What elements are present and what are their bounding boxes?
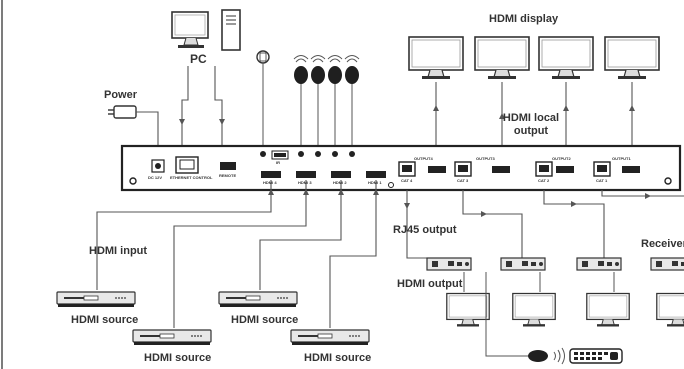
receiver-icon [576,257,622,271]
hdmi-input-4-label: HDMI 4 [263,180,277,185]
hdmi-source-icon [56,291,136,308]
receiver-icon [426,257,472,271]
hdmi-display-icon [604,36,660,80]
receiver-icon [500,257,546,271]
output1-label: OUTPUT1 [612,156,631,161]
output2-label: OUTPUT2 [552,156,571,161]
hdmi-source-label: HDMI source [304,352,372,364]
hdmi-output-display-icon [656,292,684,328]
pc-label: PC [190,52,207,66]
cat4-label: CAT 4 [401,178,413,183]
hdmi-display-icon [408,36,464,80]
matrix-rear-panel [120,144,682,192]
output4-label: OUTPUT4 [414,156,433,161]
hdmi-input-2-label: HDMI 2 [333,180,347,185]
hdmi-input-3-label: HDMI 3 [298,180,312,185]
hdmi-output-display-icon [512,292,556,328]
cat1-label: CAT 1 [596,178,608,183]
antenna-icon [310,55,326,95]
antenna-icon [293,55,309,95]
hdmi-output-display-icon [586,292,630,328]
output3-label: OUTPUT3 [476,156,495,161]
dc-port-label: DC 12V [148,175,163,180]
ethernet-port-label: ETHERNET CONTROL [170,175,213,180]
remote-port-label: REMOTE [219,173,237,178]
hdmi-input-label: HDMI input [89,245,148,257]
receiver-label: Receiver [641,238,684,250]
hdmi-local-output-label: HDMI local output [502,112,560,137]
ir-receiver-icon [528,350,548,362]
hdmi-source-label: HDMI source [231,314,299,326]
hdmi-source-icon [218,291,298,308]
power-label: Power [104,89,138,101]
hdmi-output-display-icon [446,292,490,328]
hdmi-source-label: HDMI source [71,314,139,326]
antenna-icon [344,55,360,95]
cat3-label: CAT 3 [457,178,469,183]
receiver-icon [650,257,684,271]
power-adapter-icon [108,105,137,119]
ir-port-label: IR [276,160,280,165]
pc-icon [171,9,241,51]
hdmi-display-icon [474,36,530,80]
hdmi-input-1-label: HDMI 1 [368,180,382,185]
antenna-icon [327,55,343,95]
hdmi-display-icon [538,36,594,80]
hdmi-source-icon [290,329,370,346]
remote-control-icon [569,348,623,364]
ir-extender-icon [256,50,270,148]
hdmi-display-label: HDMI display [489,13,559,25]
hdmi-source-label: HDMI source [144,352,212,364]
cat2-label: CAT 2 [538,178,550,183]
rj45-output-label: RJ45 output [393,224,457,236]
hdmi-output-label: HDMI output [397,278,463,290]
hdmi-source-icon [132,329,212,346]
